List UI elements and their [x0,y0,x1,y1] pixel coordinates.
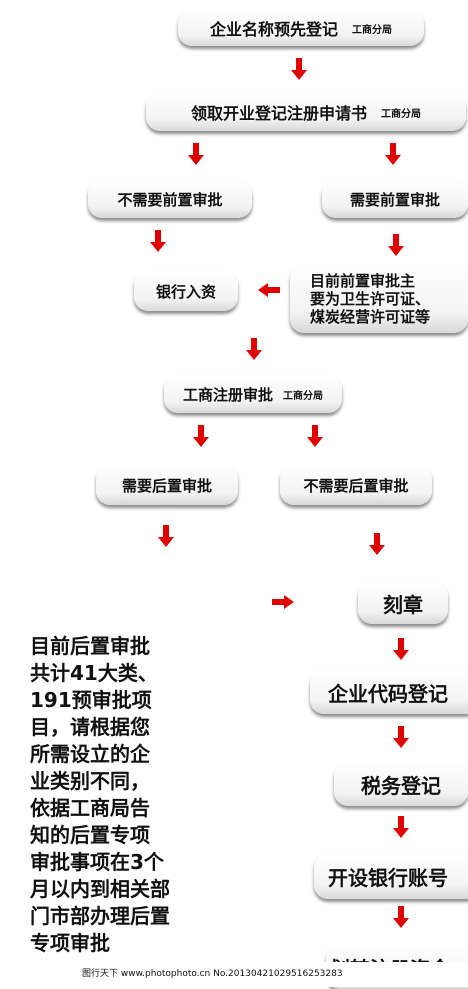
arrow-right-icon [272,595,294,609]
step-label: 银行入资 [155,282,216,301]
step-apply-form: 领取开业登记注册申请书 工商分局 [146,93,466,131]
step-bank-account: 开设银行账号 [314,853,468,899]
agency-tag: 工商分局 [283,390,323,402]
step-tax-registration: 税务登记 [334,762,468,806]
step-label: 企业名称预先登记 [209,20,338,39]
arrow-down-icon [393,726,409,748]
step-name-registration: 企业名称预先登记 工商分局 [178,10,424,46]
arrow-down-icon [385,143,401,165]
arrow-down-icon [307,425,323,447]
step-label: 需要后置审批 [121,476,212,495]
arrow-down-icon [246,338,262,360]
step-no-pre-approval: 不需要前置审批 [88,180,252,218]
arrow-down-icon [193,425,209,447]
step-label: 工商注册审批 [182,385,273,404]
note-line: 目前前置审批主 [310,272,416,290]
arrow-down-icon [393,906,409,928]
agency-tag: 工商分局 [381,108,421,120]
note-line: 要为卫生许可证、 [310,290,431,308]
step-need-pre-approval: 需要前置审批 [322,180,468,218]
step-label: 需要前置审批 [349,190,440,209]
step-no-post-approval: 不需要后置审批 [280,465,432,505]
arrow-down-icon [369,533,385,555]
note-line: 煤炭经营许可证等 [310,308,431,326]
arrow-down-icon [393,638,409,660]
step-need-post-approval: 需要后置审批 [96,465,238,505]
arrow-down-icon [158,525,174,547]
step-label: 不需要前置审批 [117,190,223,209]
step-org-code: 企业代码登记 [310,670,468,714]
post-approval-note: 目前后置审批 共计41大类、 191预审批项 目，请根据您 所需设立的企 业类别… [30,634,170,955]
watermark-bar: 图行天下 www.photophoto.cn No.20130421029516… [0,962,468,987]
step-label: 开设银行账号 [328,865,448,890]
step-label: 领取开业登记注册申请书 [190,104,367,123]
pre-approval-note: 目前前置审批主 要为卫生许可证、 煤炭经营许可证等 [290,265,468,333]
arrow-down-icon [150,230,166,252]
step-seal: 刻章 [358,582,448,624]
arrow-down-icon [291,58,307,80]
step-label: 不需要后置审批 [303,476,409,495]
step-biz-registration-approval: 工商注册审批 工商分局 [164,375,342,413]
step-label: 刻章 [383,592,423,617]
arrow-down-icon [388,234,404,256]
step-label: 企业代码登记 [328,681,448,706]
step-bank-capital: 银行入资 [134,271,238,311]
arrow-down-icon [393,816,409,838]
arrow-left-icon [258,283,280,297]
agency-tag: 工商分局 [352,24,392,36]
arrow-down-icon [188,143,204,165]
step-label: 税务登记 [361,773,441,798]
